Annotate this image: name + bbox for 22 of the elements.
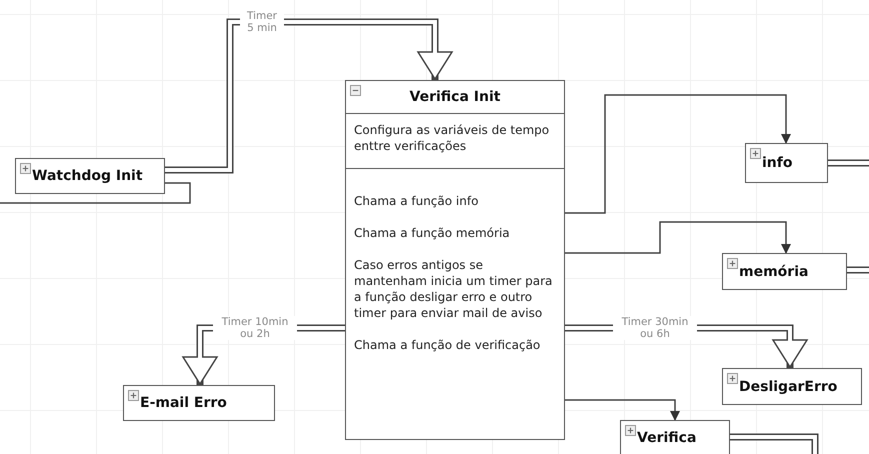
method-text: Chama a função info xyxy=(354,193,480,209)
class-box xyxy=(745,143,828,183)
class-box xyxy=(722,368,862,405)
class-box xyxy=(15,158,165,194)
class-box xyxy=(620,420,730,454)
box-title: Verifica Init xyxy=(410,89,500,105)
edge-label: Timer 10min ou 2h xyxy=(213,316,297,340)
edge-label: Timer 5 min xyxy=(240,10,284,34)
class-box xyxy=(123,385,275,421)
class-box xyxy=(722,253,847,290)
box-title: E-mail Erro xyxy=(140,395,227,411)
box-title: DesligarErro xyxy=(739,378,838,394)
box-title: info xyxy=(762,155,792,171)
method-text: Caso erros antigos se mantenham inicia um timer para a função desligar erro e outro timer para enviar mail de aviso xyxy=(354,257,554,321)
box-title: Verifica xyxy=(637,430,696,446)
description-text: Configura as variáveis de tempo enttre verificações xyxy=(354,122,550,154)
class-box xyxy=(345,80,565,440)
method-text: Chama a função memória xyxy=(354,225,511,241)
method-text: Chama a função de verificação xyxy=(354,337,542,353)
box-title: memória xyxy=(739,264,808,280)
edge-label: Timer 30min ou 6h xyxy=(613,316,697,340)
box-title: Watchdog Init xyxy=(32,168,143,184)
